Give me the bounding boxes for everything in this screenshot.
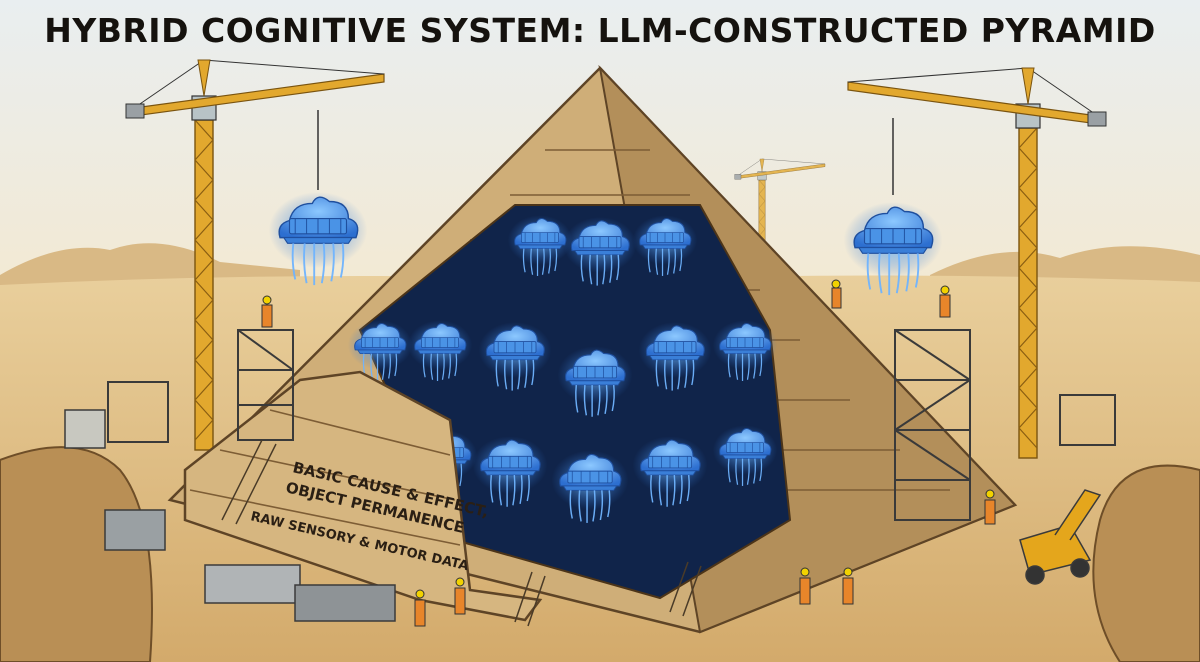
page-title: HYBRID COGNITIVE SYSTEM: LLM-CONSTRUCTED… xyxy=(44,10,1156,50)
